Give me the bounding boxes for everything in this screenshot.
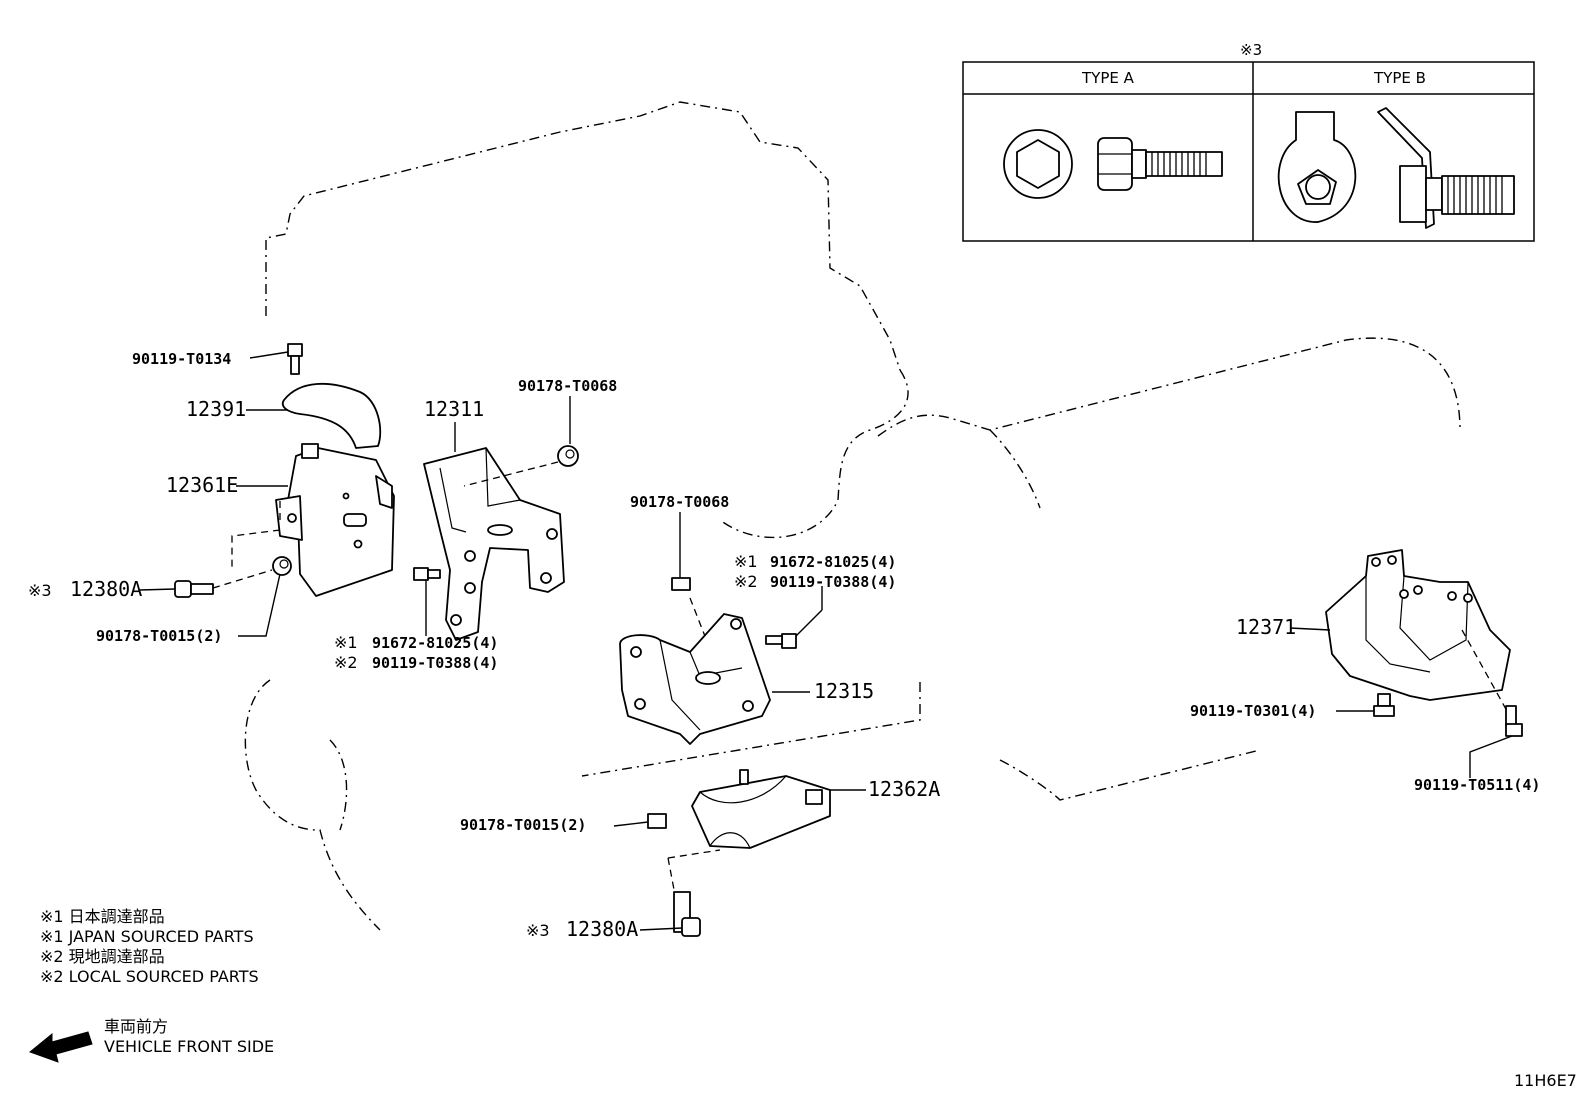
- label-90119-T0388-left: 90119-T0388(4): [372, 654, 498, 672]
- label-90178-T0068-mid: 90178-T0068: [630, 493, 729, 511]
- bolt-12380A-bottom: [673, 891, 701, 937]
- label-12311: 12311: [424, 397, 484, 421]
- bolt-91672-81025-left: [413, 567, 441, 581]
- label-91672-right-mark: ※1: [734, 552, 758, 571]
- label-12362A: 12362A: [868, 777, 940, 801]
- label-90119-T0301: 90119-T0301(4): [1190, 702, 1316, 720]
- label-12380A-bottom: 12380A: [566, 917, 638, 941]
- bracket-12371: [1325, 549, 1513, 721]
- label-90119-T0134: 90119-T0134: [132, 350, 231, 368]
- front-label-en: VEHICLE FRONT SIDE: [104, 1037, 274, 1056]
- label-90119-T0511: 90119-T0511(4): [1414, 776, 1540, 794]
- label-91672-81025-right: 91672-81025(4): [770, 553, 896, 571]
- label-12380A-left: 12380A: [70, 577, 142, 601]
- diagram-code: 11H6E7: [1514, 1071, 1577, 1090]
- label-12391: 12391: [186, 397, 246, 421]
- label-90119-T0388-left-mark: ※2: [334, 653, 358, 672]
- type-a-header: TYPE A: [1081, 69, 1135, 87]
- type-b-header: TYPE B: [1373, 69, 1426, 87]
- bolt-90119-T0511: [1505, 705, 1523, 737]
- type-a-nut-drawing: [1003, 129, 1073, 199]
- nut-90178-T0068-top: [557, 445, 579, 467]
- label-12380A-left-mark: ※3: [28, 581, 52, 600]
- bracket-12311: [423, 447, 565, 641]
- engine-outline: [244, 101, 1461, 931]
- vehicle-front-arrow: 車両前方 VEHICLE FRONT SIDE: [28, 1017, 274, 1063]
- type-b-nut-drawing: [1277, 111, 1357, 223]
- legend-note-marker: ※3: [1240, 41, 1262, 59]
- bolt-90119-T0301: [1373, 693, 1395, 717]
- label-12380A-bottom-mark: ※3: [526, 921, 550, 940]
- note-line-3: ※2 現地調達部品: [40, 947, 165, 966]
- front-label-jp: 車両前方: [104, 1017, 168, 1036]
- label-12361E: 12361E: [166, 473, 238, 497]
- bolt-90119-T0134: [287, 343, 303, 375]
- insulator-12362A: [691, 769, 831, 849]
- fastener-type-table: ※3 TYPE A TYPE B: [962, 41, 1535, 242]
- label-12315: 12315: [814, 679, 874, 703]
- cover-12391: [281, 382, 382, 449]
- sourcing-notes: ※1 日本調達部品 ※1 JAPAN SOURCED PARTS ※2 現地調達…: [40, 907, 259, 986]
- nut-90178-T0015-mid: [647, 813, 667, 829]
- label-91672-81025-left: 91672-81025(4): [372, 634, 498, 652]
- bolt-91672-81025-right: [765, 633, 797, 649]
- insulator-12361E: [275, 443, 395, 597]
- label-90119-T0388-right: 90119-T0388(4): [770, 573, 896, 591]
- note-line-4: ※2 LOCAL SOURCED PARTS: [40, 967, 259, 986]
- note-line-2: ※1 JAPAN SOURCED PARTS: [40, 927, 254, 946]
- bracket-12315: [619, 613, 771, 745]
- label-90119-T0388-right-mark: ※2: [734, 572, 758, 591]
- type-b-bolt-drawing: [1377, 107, 1515, 229]
- label-90178-T0015-mid: 90178-T0015(2): [460, 816, 586, 834]
- label-12371: 12371: [1236, 615, 1296, 639]
- label-91672-left-mark: ※1: [334, 633, 358, 652]
- nut-90178-T0015-left: [272, 556, 292, 576]
- nut-90178-T0068-mid: [671, 577, 691, 591]
- note-line-1: ※1 日本調達部品: [40, 907, 165, 926]
- bolt-12380A-left: [174, 580, 214, 598]
- label-90178-T0015-left: 90178-T0015(2): [96, 627, 222, 645]
- type-a-bolt-drawing: [1097, 137, 1223, 191]
- label-90178-T0068-top: 90178-T0068: [518, 377, 617, 395]
